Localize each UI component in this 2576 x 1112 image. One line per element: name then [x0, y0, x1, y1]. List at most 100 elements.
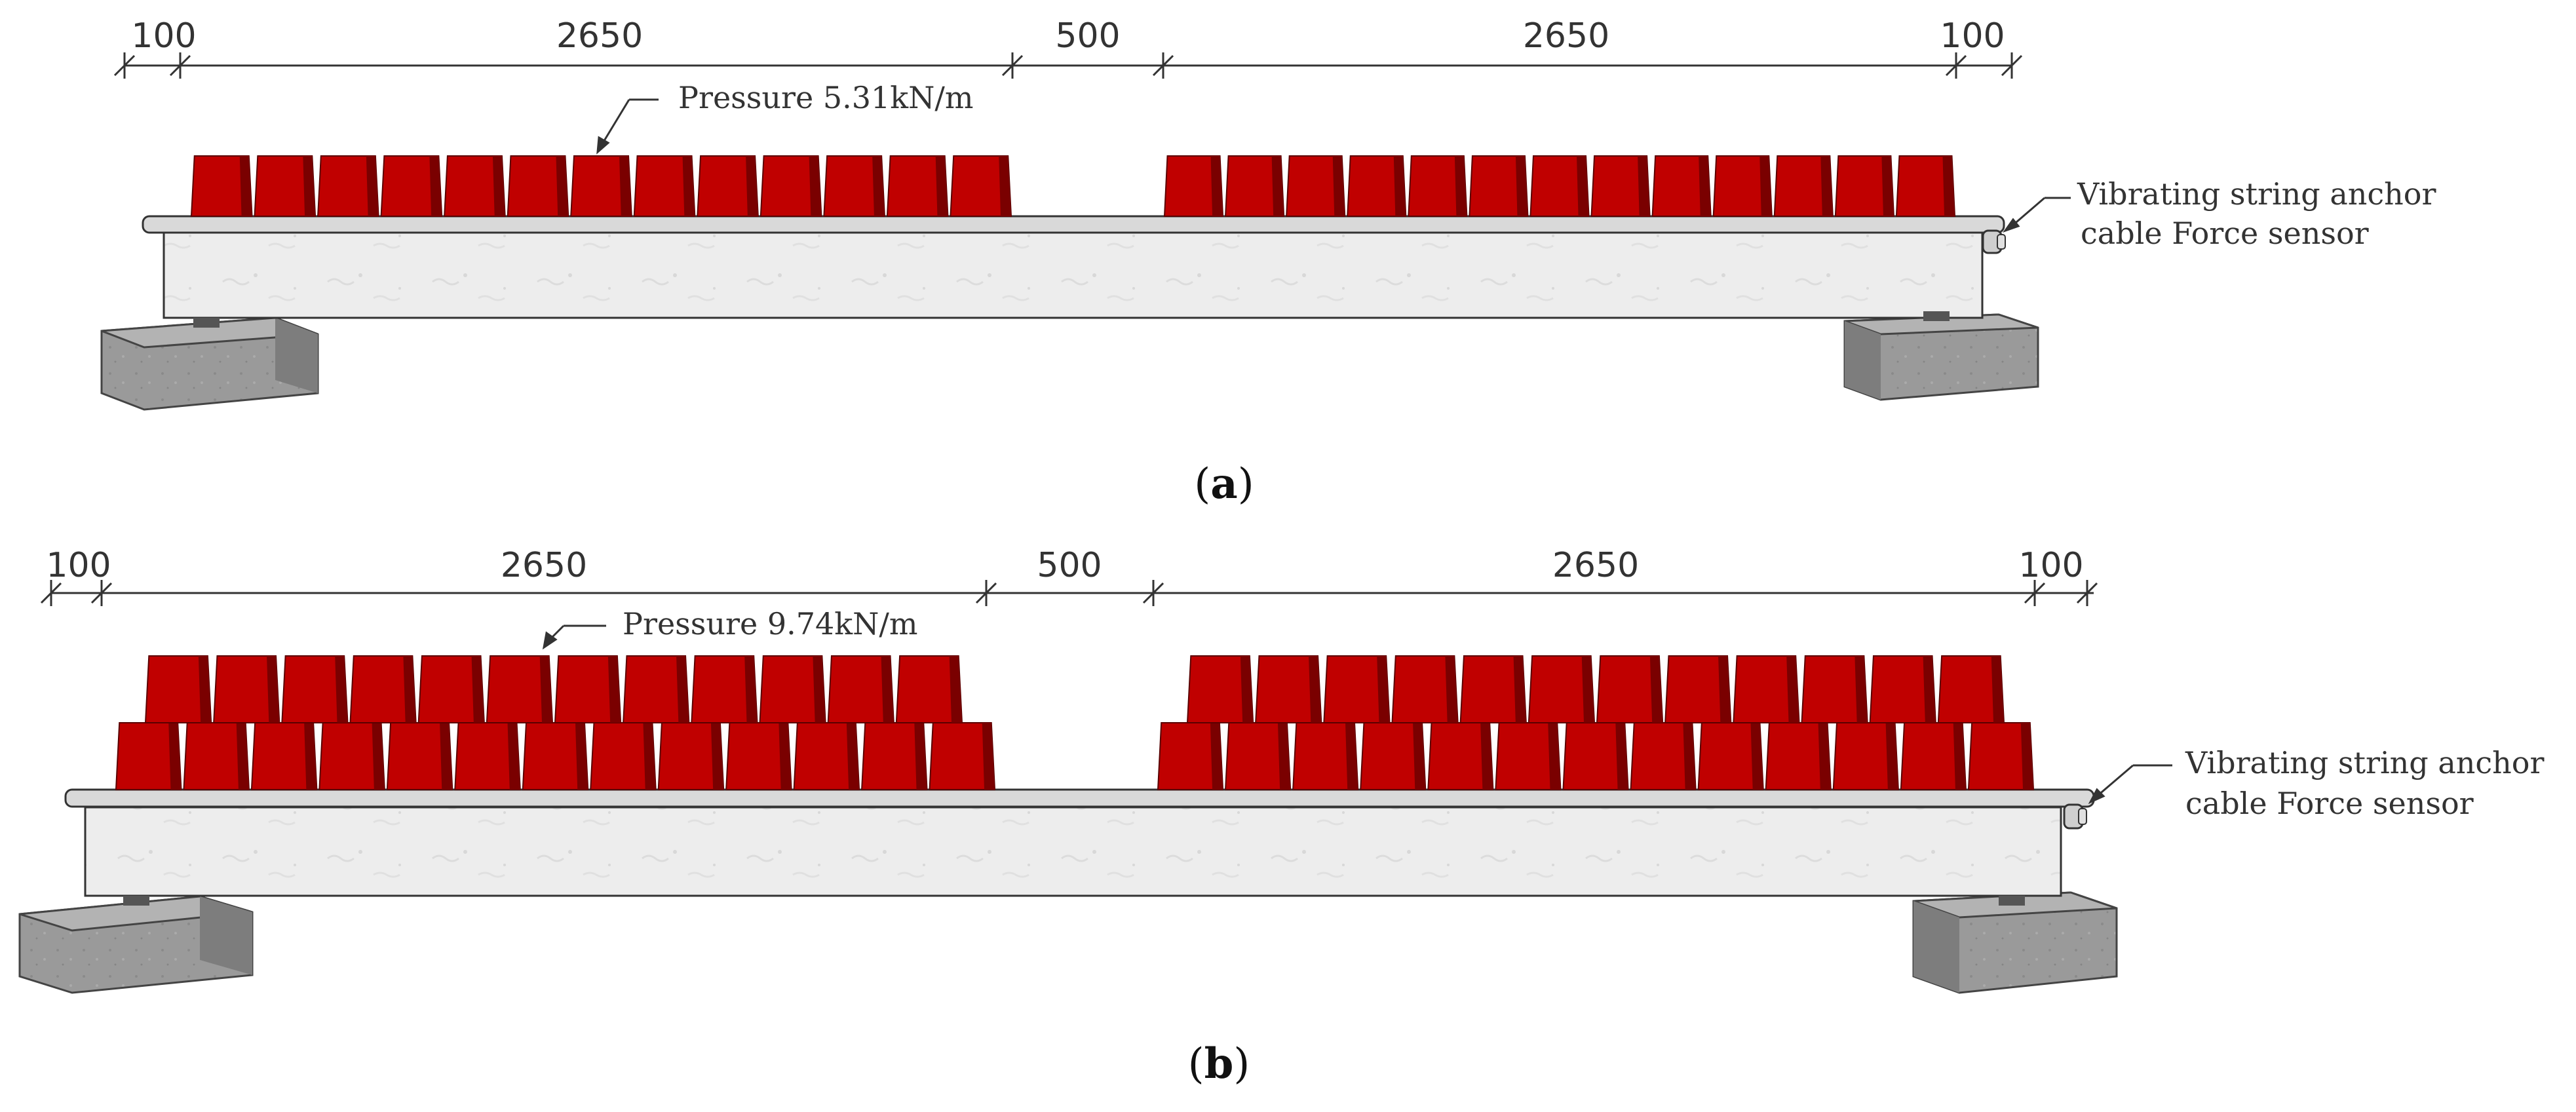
weight-block [1186, 655, 1254, 723]
counterweight-blocks-a [190, 155, 1956, 217]
pressure-label-b: Pressure 9.74kN/m [623, 606, 918, 642]
weight-block [1495, 722, 1562, 790]
weight-block [1834, 155, 1894, 217]
dimension-line-b [40, 580, 2098, 606]
beam-a [163, 231, 1984, 319]
weight-block [1562, 722, 1629, 790]
weight-block [1664, 655, 1732, 723]
weight-block [1967, 722, 2035, 790]
weight-block [895, 655, 963, 723]
sensor-label-a-line2: cable Force sensor [2081, 216, 2369, 251]
weight-block [1459, 655, 1527, 723]
weight-block [1712, 155, 1773, 217]
weight-block [250, 722, 318, 790]
weight-block [1225, 722, 1292, 790]
dimension-b-3: 500 [1037, 546, 1102, 585]
caption-a: (a) [1194, 459, 1254, 508]
dimension-b-4: 2650 [1552, 546, 1639, 585]
weight-block [318, 722, 385, 790]
weight-block [1255, 655, 1322, 723]
weight-block [929, 722, 996, 790]
weight-block [281, 655, 349, 723]
weight-block [144, 655, 212, 723]
weight-block [554, 655, 622, 723]
pressure-leader-b [542, 624, 606, 650]
weight-block [1529, 155, 1590, 217]
weight-block [1697, 722, 1764, 790]
weight-block [697, 155, 759, 217]
caption-b-close: ) [1233, 1040, 1250, 1088]
sensor-label-b-line2: cable Force sensor [2185, 786, 2474, 821]
weight-block [759, 155, 822, 217]
weight-block [1286, 155, 1346, 217]
support-right-b [1912, 891, 2118, 994]
caption-a-close: ) [1238, 460, 1254, 508]
weight-block [861, 722, 928, 790]
weight-block [657, 722, 725, 790]
dimension-b-1: 100 [46, 546, 111, 585]
weight-block [417, 655, 485, 723]
support-left-a [100, 316, 319, 411]
sensor-label-b-line1: Vibrating string anchor [2185, 745, 2545, 780]
caption-a-letter: a [1210, 459, 1237, 508]
weight-block [886, 155, 949, 217]
weight-block [1469, 155, 1529, 217]
weight-block [183, 722, 250, 790]
weight-block [1651, 155, 1712, 217]
weight-block [1832, 722, 1899, 790]
sensor-leader-a [2003, 197, 2071, 233]
weight-block [254, 155, 317, 217]
weight-block [1801, 655, 1868, 723]
weight-block [1323, 655, 1391, 723]
weight-block [1937, 655, 2005, 723]
weight-block [1630, 722, 1697, 790]
weight-block [1163, 155, 1224, 217]
sensor-leader-b [2088, 764, 2172, 805]
steel-plate-a [142, 215, 2005, 234]
weight-block [507, 155, 569, 217]
weight-block [623, 655, 690, 723]
support-left-b [18, 895, 254, 994]
weight-block [691, 655, 758, 723]
weight-block [317, 155, 379, 217]
caption-a-open: ( [1194, 460, 1210, 508]
weight-block [522, 722, 589, 790]
weight-block [1360, 722, 1427, 790]
weight-block [1427, 722, 1494, 790]
weight-block [759, 655, 826, 723]
dimension-a-2: 2650 [556, 16, 643, 56]
weight-block [386, 722, 453, 790]
weight-block [380, 155, 443, 217]
weight-block [444, 155, 506, 217]
weight-block [1869, 655, 1936, 723]
weight-block [486, 655, 554, 723]
weight-block [1773, 155, 1834, 217]
bearing-plate-right-a [1923, 311, 1950, 321]
dimension-line-a [113, 52, 2023, 79]
weight-block [793, 722, 860, 790]
weight-block [827, 655, 894, 723]
force-sensor-b [2063, 803, 2087, 830]
caption-b-letter: b [1204, 1039, 1234, 1088]
dimension-a-5: 100 [1940, 16, 2005, 56]
bearing-plate-right-b [1999, 896, 2025, 906]
weight-block [454, 722, 521, 790]
panel-a: 100 2650 500 2650 100 [100, 16, 2436, 508]
weight-block [1347, 155, 1407, 217]
weight-block [1391, 655, 1459, 723]
weight-block [115, 722, 182, 790]
pressure-label-a: Pressure 5.31kN/m [678, 80, 974, 115]
weight-block [1528, 655, 1596, 723]
dimension-a-1: 100 [131, 16, 196, 56]
beam-b [84, 806, 2062, 897]
counterweight-blocks-b [115, 655, 2035, 790]
weight-block [633, 155, 696, 217]
weight-block [823, 155, 885, 217]
force-sensor-a [1982, 229, 2006, 254]
caption-b: (b) [1188, 1039, 1250, 1088]
weight-block [1900, 722, 1967, 790]
panel-b: 100 2650 500 2650 100 Pressure 9.7 [18, 546, 2545, 1088]
weight-block [1596, 655, 1664, 723]
pressure-leader-a [596, 98, 659, 155]
